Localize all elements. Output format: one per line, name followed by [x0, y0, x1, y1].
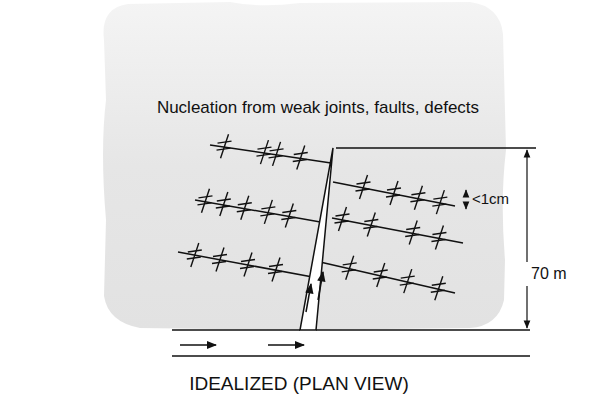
- crack-mark: [293, 146, 308, 170]
- crack-mark: [212, 248, 227, 272]
- dimension-lines: [466, 150, 527, 328]
- crack-mark: [363, 213, 378, 237]
- crack-mark: [216, 192, 231, 216]
- crack-mark: [268, 258, 283, 282]
- crack-mark: [400, 269, 415, 293]
- nucleation-note: Nucleation from weak joints, faults, def…: [157, 99, 479, 118]
- boundary-lines: [172, 148, 536, 356]
- view-caption: IDEALIZED (PLAN VIEW): [189, 374, 409, 395]
- crack-mark: [334, 207, 349, 231]
- tensile-cracks: [187, 134, 448, 300]
- crack-mark: [256, 140, 271, 164]
- crack-mark: [431, 276, 446, 300]
- rock-region: [103, 2, 506, 330]
- crack-mark: [260, 200, 275, 224]
- crack-mark: [269, 142, 284, 166]
- crack-mark: [281, 204, 296, 228]
- main-fault: [300, 148, 333, 330]
- length-dimension: 70 m: [531, 265, 567, 283]
- crack-mark: [187, 243, 202, 267]
- crack-mark: [197, 189, 212, 213]
- crack-mark: [356, 175, 371, 199]
- crack-mark: [410, 186, 425, 210]
- crack-mark: [342, 256, 357, 280]
- crack-mark: [432, 190, 447, 214]
- slip-arrows: [180, 272, 323, 345]
- crack-mark: [217, 134, 232, 158]
- crack-mark: [431, 226, 446, 250]
- spacing-dimension: <1cm: [472, 191, 509, 208]
- crack-mark: [237, 196, 252, 220]
- crack-mark: [240, 253, 255, 277]
- crack-mark: [373, 263, 388, 287]
- crack-mark: [405, 221, 420, 245]
- crack-mark: [386, 181, 401, 205]
